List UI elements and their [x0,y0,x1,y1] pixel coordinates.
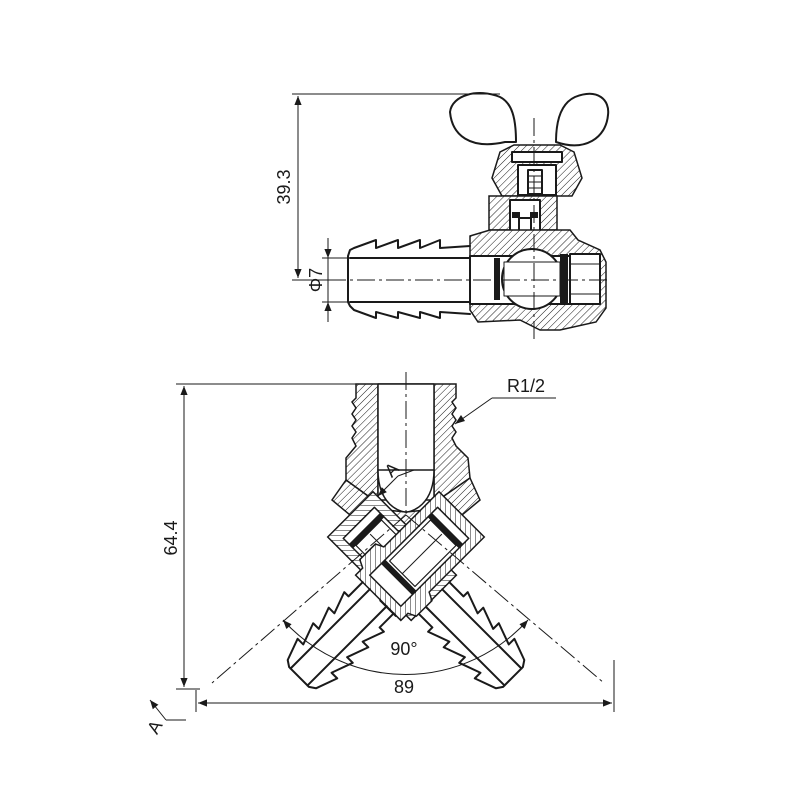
right-branch-centerline [405,514,605,684]
dim-valve-height: 39.3 [274,169,294,204]
right-branch [286,490,486,690]
ball-seat-left [494,258,500,300]
right-seat [427,512,464,549]
wing-handle [449,92,517,146]
valve-side-view: 39.3 Φ7 [274,92,610,340]
left-seat [348,512,385,549]
left-branch-centerline [211,514,407,684]
angle-arc [282,619,529,675]
dim-branch-angle: 90° [390,639,417,659]
left-hose-barb [417,581,526,690]
thread-spec: R1/2 [507,376,545,396]
hub-cap [511,151,563,163]
dim-bore-diameter: Φ7 [306,268,326,292]
hose-barb [347,239,471,319]
dim-tee-width: 89 [394,677,414,697]
right-hose-barb [286,581,395,690]
ball-port [503,261,561,297]
wing-handle-right [555,92,610,147]
section-mark-outer: A [143,717,166,737]
ball-seat-right [560,254,568,304]
outlet-nut [569,253,601,305]
dim-tee-height: 64.4 [161,520,181,555]
stem-oring-left [512,212,520,218]
y-manifold-section: 90° R1/2 A 64.4 89 A [143,372,615,737]
